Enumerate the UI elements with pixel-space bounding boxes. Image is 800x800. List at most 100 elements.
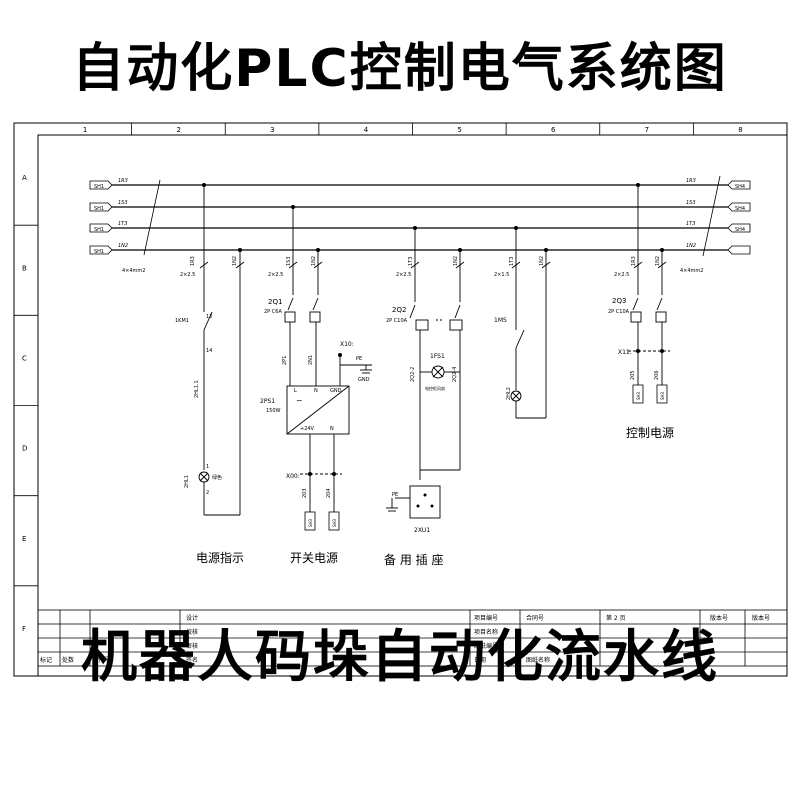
pe-label: PE [392, 492, 398, 498]
tb-cell: 版本号 [752, 614, 770, 622]
wire-size: 2×2.5 [180, 272, 195, 278]
power-indicator-labels: 2×2.5 1R3 1N2 1KM1 13 14 2HL1.1 2HL1 绿色 … [175, 256, 238, 496]
wire-size: 2×2.5 [268, 272, 283, 278]
grid-row-label: E [22, 535, 26, 543]
grid-col-label: 8 [738, 126, 742, 134]
bus-wire-labels: 1R3 1S3 1T3 1N2 1R3 1S3 1T3 1N2 [118, 178, 696, 249]
pe-label: PE [356, 356, 362, 362]
pe-terminal: X10: [340, 341, 354, 348]
tb-cell: 文件号 [92, 656, 110, 664]
title-block-text: 设计 项目编号 合同号 第 2 页 版本号 版本号 校核 项目名称 审核 图纸编… [40, 614, 770, 664]
wire-number: 1N2 [539, 256, 545, 266]
switch-label: 1MS [494, 317, 507, 324]
tb-cell: 校核 [186, 628, 198, 636]
gnd-label: GND [358, 377, 370, 383]
psu-terminal: L [294, 388, 297, 394]
tb-cell: 图纸名称 [526, 656, 550, 664]
grid-col-label: 4 [364, 126, 369, 134]
control-terminal-dots [636, 349, 664, 353]
wire-number: 1N2 [311, 256, 317, 266]
outer-frame [13, 122, 788, 677]
wire-number: 1N2 [453, 256, 459, 266]
wire-number: 2P1 [282, 356, 288, 365]
wire-number: 1T3 [509, 257, 515, 266]
bus-tag-text: SH1 [94, 184, 104, 190]
cable-label-right: 4×4mm2 [680, 268, 703, 274]
bus-tag-left-3: SH1 [89, 223, 113, 233]
terminal-label: X11: [618, 349, 632, 356]
fan-label: 1FS1 [430, 353, 445, 360]
circuit-control-power [628, 185, 670, 385]
bus-tag-text: SH3 [332, 518, 337, 527]
wire-number: 1R3 [631, 256, 637, 266]
psu-out-tags: SH3 SH3 [304, 511, 340, 531]
socket-label: 2XU1 [414, 527, 430, 534]
control-out-tags: SH3 SH3 [632, 384, 668, 404]
psu-terminal: N [314, 388, 318, 394]
bus-tag-left-4: SH1 [89, 245, 113, 255]
grid-col-label: 7 [645, 126, 649, 134]
bus-wire-label: 1S3 [118, 200, 128, 206]
page-title: 自动化PLC控制电气系统图 [72, 39, 728, 99]
bus-wire-label: 1T3 [686, 221, 695, 227]
bus-tag-text: SH3 [660, 391, 665, 400]
right-bus-tags: SH4 SH4 SH4 [727, 180, 751, 255]
wire-size: 2×1.5 [494, 272, 509, 278]
pin-label: 1 [206, 464, 209, 470]
wire-number: 2Q2-4 [452, 367, 458, 382]
grid-row-label: B [22, 264, 27, 272]
wire-number: 1T3 [408, 257, 414, 266]
title-block [37, 609, 788, 667]
pin-label: 14 [206, 348, 212, 354]
wire-number: 2N1 [308, 355, 314, 365]
wire-number: 1R3 [190, 256, 196, 266]
breaker-label: 2Q3 [612, 297, 626, 305]
tb-cell: 审核 [186, 642, 198, 650]
grid-col-label: 1 [83, 126, 87, 134]
wire-number: 206 [654, 370, 660, 380]
tb-cell: 日期 [474, 656, 486, 664]
label-power-indicator: 电源指示 [196, 550, 244, 565]
grid-ticks [14, 123, 694, 587]
bus-tag-text: SH1 [94, 206, 104, 212]
control-power-labels: 2×2.5 1R3 1N2 2Q3 2P C10A X11: 205 206 [608, 256, 661, 380]
relay-label: 1KM1 [175, 318, 189, 324]
bus-tag-text: SH3 [308, 518, 313, 527]
wire-number: 2HL1.1 [194, 380, 200, 398]
bus-wire-label: 1R3 [118, 178, 128, 184]
pin-label: 13 [206, 314, 212, 320]
tb-cell: 签名 [186, 656, 198, 664]
grid-row-label: A [22, 174, 27, 182]
circuit-power-indicator [198, 185, 245, 516]
tb-cell: 设计 [186, 614, 198, 622]
wire-number: 2HL2 [506, 387, 512, 400]
breaker-rating: 2P C10A [608, 309, 630, 315]
tb-cell: 项目编号 [474, 614, 498, 622]
wire-number: 1N2 [232, 256, 238, 266]
tb-cell: 标记 [40, 656, 52, 664]
grid-col-label: 5 [457, 126, 461, 134]
fan-note: 电控柜风扇 [425, 385, 445, 391]
grid-col-label: 2 [176, 126, 180, 134]
bus-wire-label: 1T3 [118, 221, 127, 227]
grid-row-label: F [22, 625, 26, 633]
psu-label: 2PS1 [260, 398, 275, 405]
bus-tag-left-2: SH1 [89, 202, 113, 212]
inner-frame [37, 134, 788, 677]
tb-cell: 图纸编号 [474, 642, 498, 650]
breaker-rating: 2P C10A [386, 318, 408, 324]
grid-row-label: C [22, 354, 27, 362]
psu-terminal-dots [308, 353, 342, 476]
bus-tag-text: SH3 [636, 391, 641, 400]
label-socket: 备 用 插 座 [384, 552, 443, 567]
bus-tag-text: SH1 [94, 227, 104, 233]
lamp-note: 绿色 [212, 474, 222, 481]
wire-number: 1N2 [655, 256, 661, 266]
lamp-label: 2HL1 [184, 475, 190, 488]
tb-cell: 第 2 页 [606, 614, 626, 622]
wire-size: 2×2.5 [396, 272, 411, 278]
breaker-label: 2Q1 [268, 298, 282, 306]
tb-cell: 项目名称 [474, 628, 498, 636]
psu-power: 150W [266, 408, 281, 414]
switch-psu-labels: 2×2.5 1S3 1N2 2Q1 2P C6A 2P1 2N1 2PS1 15… [260, 256, 370, 498]
